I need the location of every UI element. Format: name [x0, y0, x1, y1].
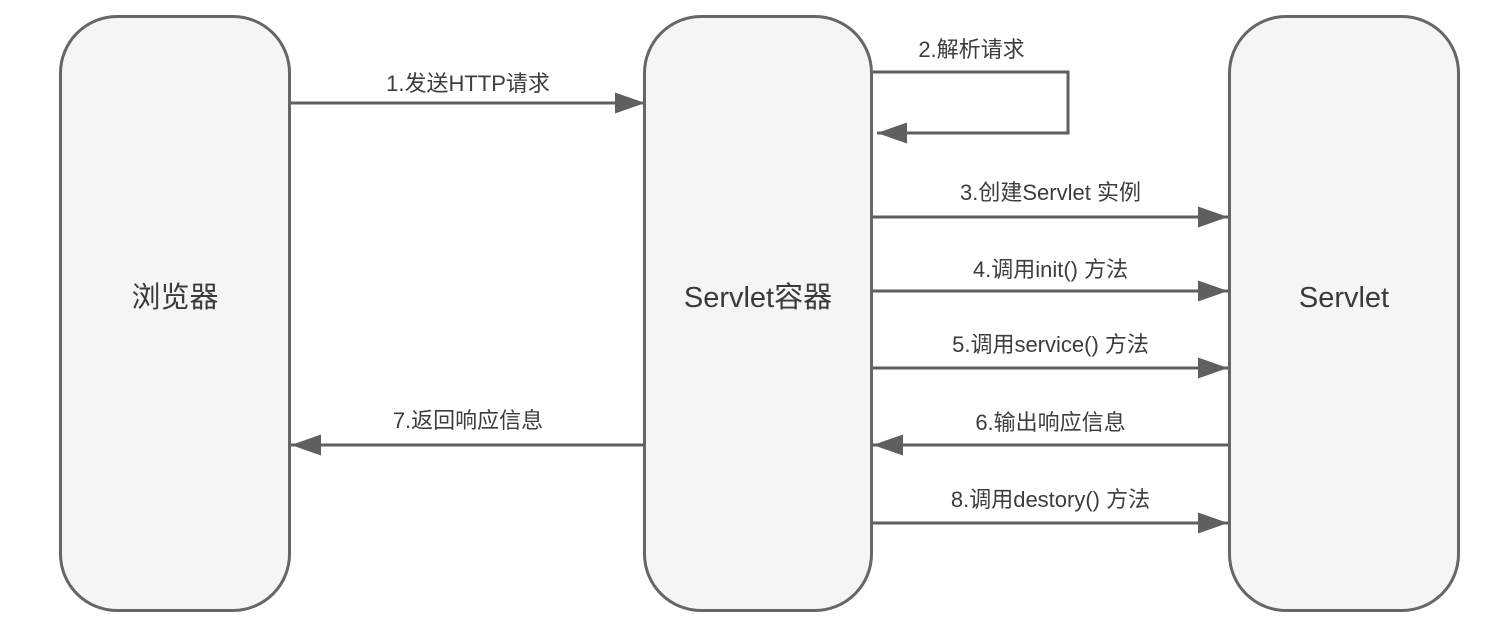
actor-label-browser: 浏览器	[131, 282, 219, 314]
message-label-7-return-response: 7.返回响应信息	[392, 408, 544, 433]
message-label-5-call-service: 5.调用service() 方法	[952, 332, 1149, 357]
message-label-3-create-servlet-instance: 3.创建Servlet 实例	[960, 180, 1141, 205]
actor-box-browser: 浏览器	[59, 15, 291, 612]
actor-label-servlet-container: Servlet容器	[683, 282, 833, 314]
message-label-8-call-destory: 8.调用destory() 方法	[950, 487, 1151, 512]
message-arrow-2-parse-request-self-loop	[873, 70, 1070, 144]
message-label-1-send-http-request: 1.发送HTTP请求	[386, 71, 550, 96]
actor-box-servlet-container: Servlet容器	[643, 15, 873, 612]
message-label-2-parse-request: 2.解析请求	[918, 37, 1025, 62]
message-label-4-call-init: 4.调用init() 方法	[972, 257, 1129, 282]
actor-label-servlet: Servlet	[1298, 282, 1390, 314]
actor-box-servlet: Servlet	[1228, 15, 1460, 612]
message-label-6-output-response: 6.输出响应信息	[975, 410, 1126, 435]
